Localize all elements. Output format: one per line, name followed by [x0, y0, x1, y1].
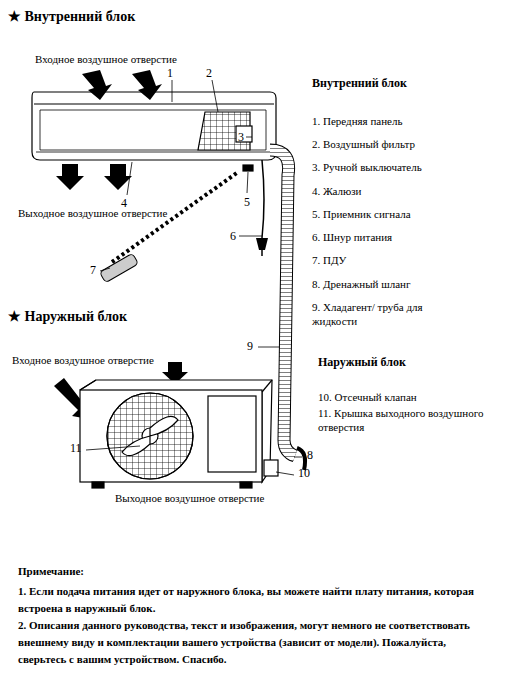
part-name: 9. Хладагент/ труба для жидкости [312, 300, 462, 329]
outdoor-unit [80, 380, 278, 488]
indoor-unit [32, 92, 276, 171]
callout-number: 6 [230, 229, 236, 245]
part-name: 8. Дренажный шланг [312, 277, 502, 291]
callout-number: 3 [238, 130, 244, 146]
part-name: 2. Воздушный фильтр [312, 137, 502, 151]
leader-lines [86, 80, 302, 475]
note-text: 2. Описания данного руководства, текст и… [18, 617, 493, 668]
note-text: 1. Если подача питания идет от наружного… [18, 583, 493, 617]
callout-number: 9 [247, 339, 253, 355]
part-name: 6. Шнур питания [312, 230, 502, 244]
callout-number: 11 [70, 441, 82, 457]
note-heading: Примечание: [18, 563, 218, 580]
part-name: 10. Отсечный клапан [318, 390, 503, 404]
parts-heading: Наружный блок [318, 355, 498, 371]
callout-number: 5 [244, 195, 250, 211]
part-name: 5. Приемник сигнала [312, 207, 502, 221]
callout-number: 7 [90, 263, 96, 279]
part-name: 11. Крышка выходного воздушного отверсти… [318, 406, 503, 435]
air-outlet-label: Выходное воздушное отверстие [115, 491, 315, 505]
air-outlet-label: Выходное воздушное отверстие [18, 206, 218, 220]
heading: ★ Наружный блок [8, 308, 208, 326]
callout-number: 1 [167, 66, 173, 82]
part-name: 4. Жалюзи [312, 184, 502, 198]
callout-number: 8 [307, 448, 313, 464]
air-inlet-label: Входное воздушное отверстие [35, 52, 235, 66]
part-name: 1. Передняя панель [312, 114, 502, 128]
part-name: 3. Ручной выключатель [312, 160, 502, 174]
heading: ★ Внутренний блок [8, 8, 228, 26]
parts-heading: Внутренний блок [312, 76, 502, 92]
airflow-arrows [54, 70, 188, 420]
part-name: 7. ПДУ [312, 253, 502, 267]
air-inlet-label: Входное воздушное отверстие [12, 353, 212, 367]
callout-number: 10 [298, 466, 310, 482]
callout-number: 2 [206, 66, 212, 82]
